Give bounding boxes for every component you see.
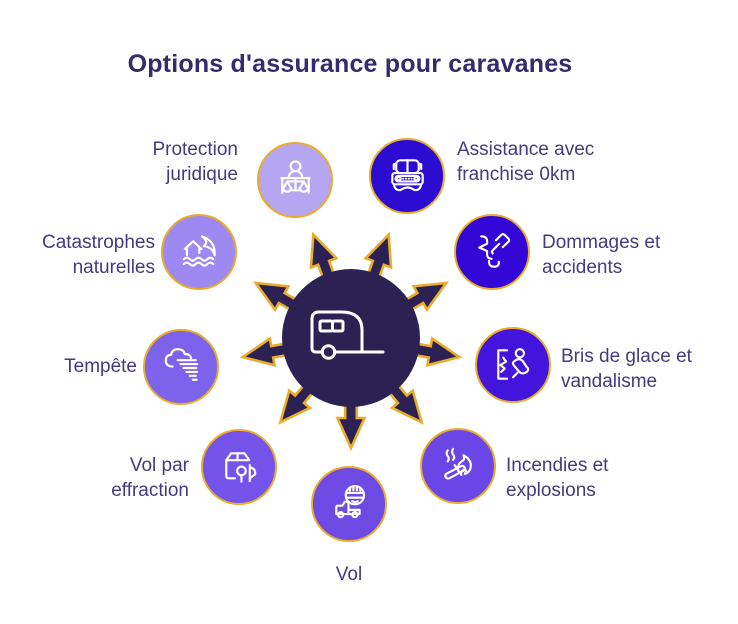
break-in-icon — [216, 444, 263, 491]
label-tempete: Tempête — [64, 356, 137, 377]
satellite-protection-juridique — [257, 142, 333, 218]
label-vol-effraction: Vol par effraction — [111, 455, 189, 501]
hub-circle — [282, 269, 420, 407]
satellite-bris-glace-vandalisme — [475, 327, 551, 403]
house-wave-icon — [176, 229, 223, 276]
satellite-dommages-accidents — [454, 214, 530, 290]
caravan-icon — [310, 310, 385, 360]
label-catastrophes-naturelles: Catastrophes naturelles — [41, 232, 155, 278]
label-assistance-franchise: Assistance avec franchise 0km — [457, 139, 595, 185]
label-incendies-explosions: Incendies et explosions — [506, 455, 609, 501]
satellite-assistance-franchise — [369, 138, 445, 214]
label-vol: Vol — [335, 564, 363, 585]
satellite-tempete — [143, 329, 219, 405]
thief-truck-icon — [326, 481, 373, 528]
hammer-icon — [469, 229, 516, 276]
satellite-vol-effraction — [201, 429, 277, 505]
fire-icon — [435, 443, 482, 490]
broken-glass-icon — [490, 342, 537, 389]
page-title: Options d'assurance pour caravanes — [127, 50, 573, 78]
satellite-incendies-explosions — [420, 428, 496, 504]
scales-icon — [272, 157, 319, 204]
label-dommages-accidents: Dommages et accidents — [542, 232, 661, 278]
storm-cloud-icon — [158, 344, 205, 391]
tow-truck-icon — [384, 153, 431, 200]
satellite-catastrophes-naturelles — [161, 214, 237, 290]
satellite-vol — [311, 466, 387, 542]
hub — [239, 231, 463, 452]
label-protection-juridique: Protection juridique — [152, 139, 238, 185]
label-bris-glace-vandalisme: Bris de glace et vandalisme — [561, 346, 692, 392]
